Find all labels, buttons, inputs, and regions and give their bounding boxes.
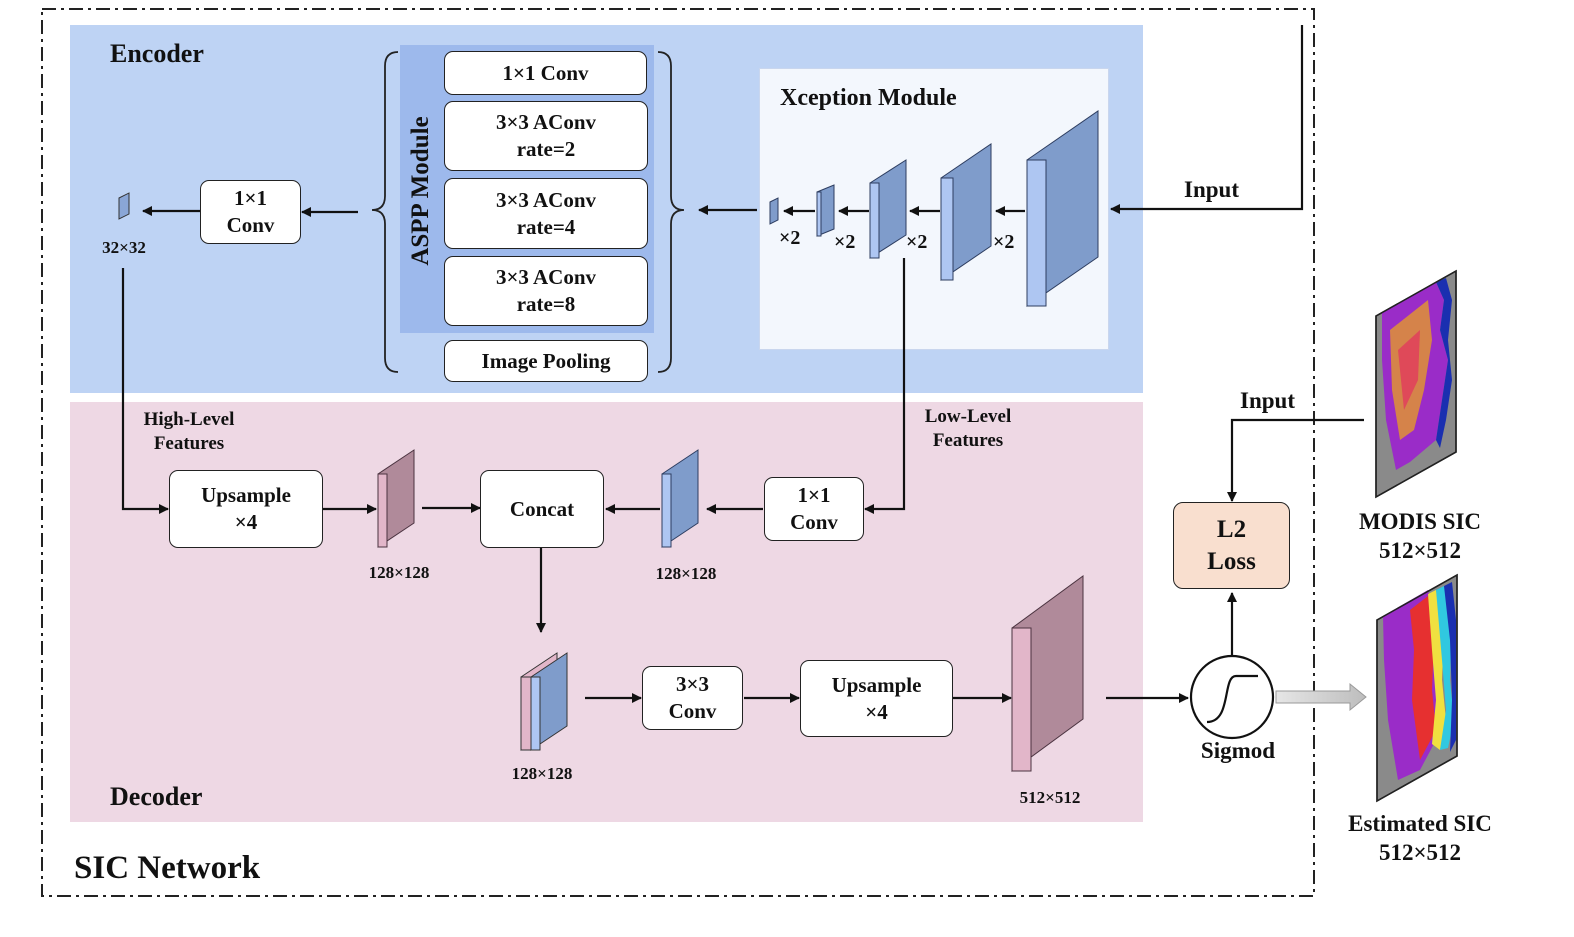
encoder-input-label: Input <box>1184 177 1239 202</box>
xception-block-5 <box>1026 110 1099 307</box>
arrow-high-level <box>121 268 169 514</box>
encoder-title: Encoder <box>110 39 204 68</box>
aspp-branch-rate8: 3×3 AConv rate=8 <box>444 256 648 326</box>
encoder-output-size: 32×32 <box>102 238 146 257</box>
conv3x3-box: 3×3 Conv <box>642 666 743 730</box>
xception-title: Xception Module <box>780 85 957 111</box>
xception-repeat-4: ×2 <box>993 231 1015 253</box>
high-level-features-label: High-Level Features <box>143 409 235 454</box>
xception-block-2 <box>816 184 835 237</box>
xception-block-1 <box>769 197 779 225</box>
size-low-level: 128×128 <box>655 564 717 583</box>
output-block-512 <box>1011 575 1084 772</box>
sigmoid-label: Sigmod <box>1200 738 1276 763</box>
low-level-conv1x1: 1×1 Conv <box>764 477 864 541</box>
aspp-branch-conv1x1: 1×1 Conv <box>444 51 647 95</box>
size-concat: 128×128 <box>511 764 573 783</box>
xception-block-3 <box>869 159 907 259</box>
low-level-features-label: Low-Level Features <box>924 406 1012 451</box>
arrow-modis-loss <box>1227 418 1364 502</box>
size-high-level: 128×128 <box>368 563 430 582</box>
high-level-block-128 <box>377 449 415 548</box>
aspp-left-brace <box>371 51 399 373</box>
output-block-32 <box>118 192 130 220</box>
xception-repeat-3: ×2 <box>906 231 928 253</box>
aspp-title: ASPP Module <box>407 116 434 266</box>
upsample-box-1: Upsample ×4 <box>169 470 323 548</box>
aspp-branch-image-pooling: Image Pooling <box>444 340 648 382</box>
network-title: SIC Network <box>74 850 261 886</box>
loss-input-label: Input <box>1240 388 1295 413</box>
aspp-branch-rate2: 3×3 AConv rate=2 <box>444 101 648 171</box>
aspp-branch-rate4: 3×3 AConv rate=4 <box>444 178 648 249</box>
xception-repeat-1: ×2 <box>779 227 801 249</box>
xception-block-4 <box>940 143 992 281</box>
sigmoid-node <box>1189 654 1275 740</box>
arrow-low-level <box>864 258 906 514</box>
concat-box: Concat <box>480 470 604 548</box>
low-level-block-128 <box>661 449 699 548</box>
estimated-sic-map <box>1376 573 1458 803</box>
gray-output-arrow <box>1275 682 1367 712</box>
decoder-title: Decoder <box>110 782 203 811</box>
l2-loss-box: L2 Loss <box>1173 502 1290 589</box>
xception-repeat-2: ×2 <box>834 231 856 253</box>
aspp-right-brace <box>657 51 685 373</box>
estimated-sic-label: Estimated SIC 512×512 <box>1348 811 1492 865</box>
size-output: 512×512 <box>1019 788 1081 807</box>
concat-block-128 <box>520 652 568 751</box>
encoder-conv1x1: 1×1 Conv <box>200 180 301 244</box>
arrow-input-xception <box>1110 25 1304 214</box>
sic-network-outline <box>41 8 1315 897</box>
modis-sic-map <box>1375 269 1457 499</box>
upsample-box-2: Upsample ×4 <box>800 660 953 737</box>
modis-sic-label: MODIS SIC 512×512 <box>1358 509 1482 563</box>
